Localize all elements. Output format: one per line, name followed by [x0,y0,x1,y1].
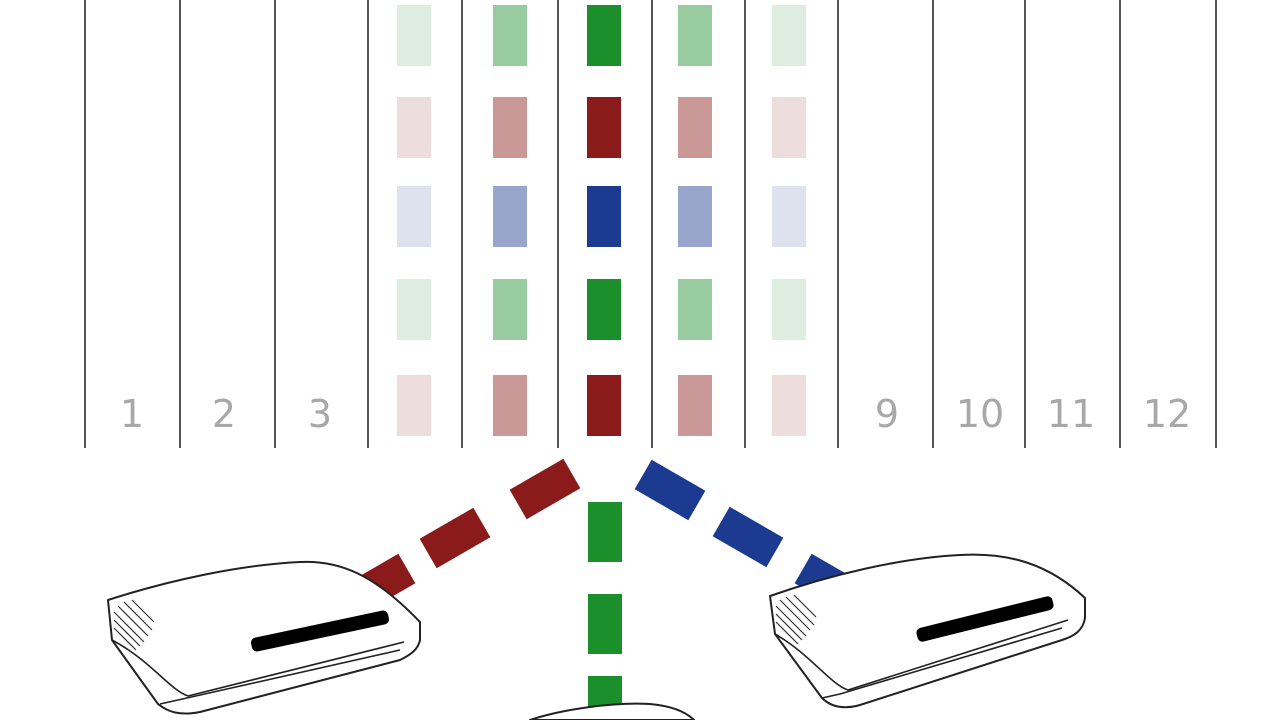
channel-label: 2 [212,392,236,436]
signal-block-green [678,5,712,66]
link-dash-green [588,594,622,654]
link-dash-blue [712,506,784,568]
signal-block-green [493,279,527,340]
link-dash-green [588,502,622,562]
router-right [769,553,1086,709]
router-right-slot [916,596,1054,642]
router-left-vents [113,599,155,651]
signal-block-blue [772,186,806,247]
router-left-slot [251,610,389,652]
channel-label: 1 [120,392,144,436]
signal-block-red [678,97,712,158]
signal-blocks [397,5,806,436]
channel-label: 12 [1143,392,1191,436]
signal-block-green [678,279,712,340]
signal-block-green [587,279,621,340]
channel-label: 9 [875,392,899,436]
signal-block-red [397,97,431,158]
link-dash-red [509,458,581,520]
channel-label: 11 [1047,392,1095,436]
signal-block-green [493,5,527,66]
signal-block-blue [678,186,712,247]
signal-block-red [397,375,431,436]
signal-block-green [772,279,806,340]
signal-block-green [397,279,431,340]
channel-dividers [84,0,1217,448]
signal-block-green [587,5,621,66]
router-left [107,560,421,715]
signal-block-red [772,375,806,436]
signal-block-green [397,5,431,66]
signal-block-red [587,97,621,158]
link-dash-red [419,507,491,569]
router-bottom [529,702,695,720]
channel-label: 3 [308,392,332,436]
link-dash-blue [634,459,706,521]
signal-block-green [772,5,806,66]
signal-block-red [493,97,527,158]
signal-block-red [772,97,806,158]
signal-block-blue [587,186,621,247]
signal-block-red [493,375,527,436]
channel-label: 10 [956,392,1004,436]
signal-block-blue [397,186,431,247]
signal-block-red [678,375,712,436]
signal-block-blue [493,186,527,247]
signal-block-red [587,375,621,436]
router-right-vents [775,594,817,645]
